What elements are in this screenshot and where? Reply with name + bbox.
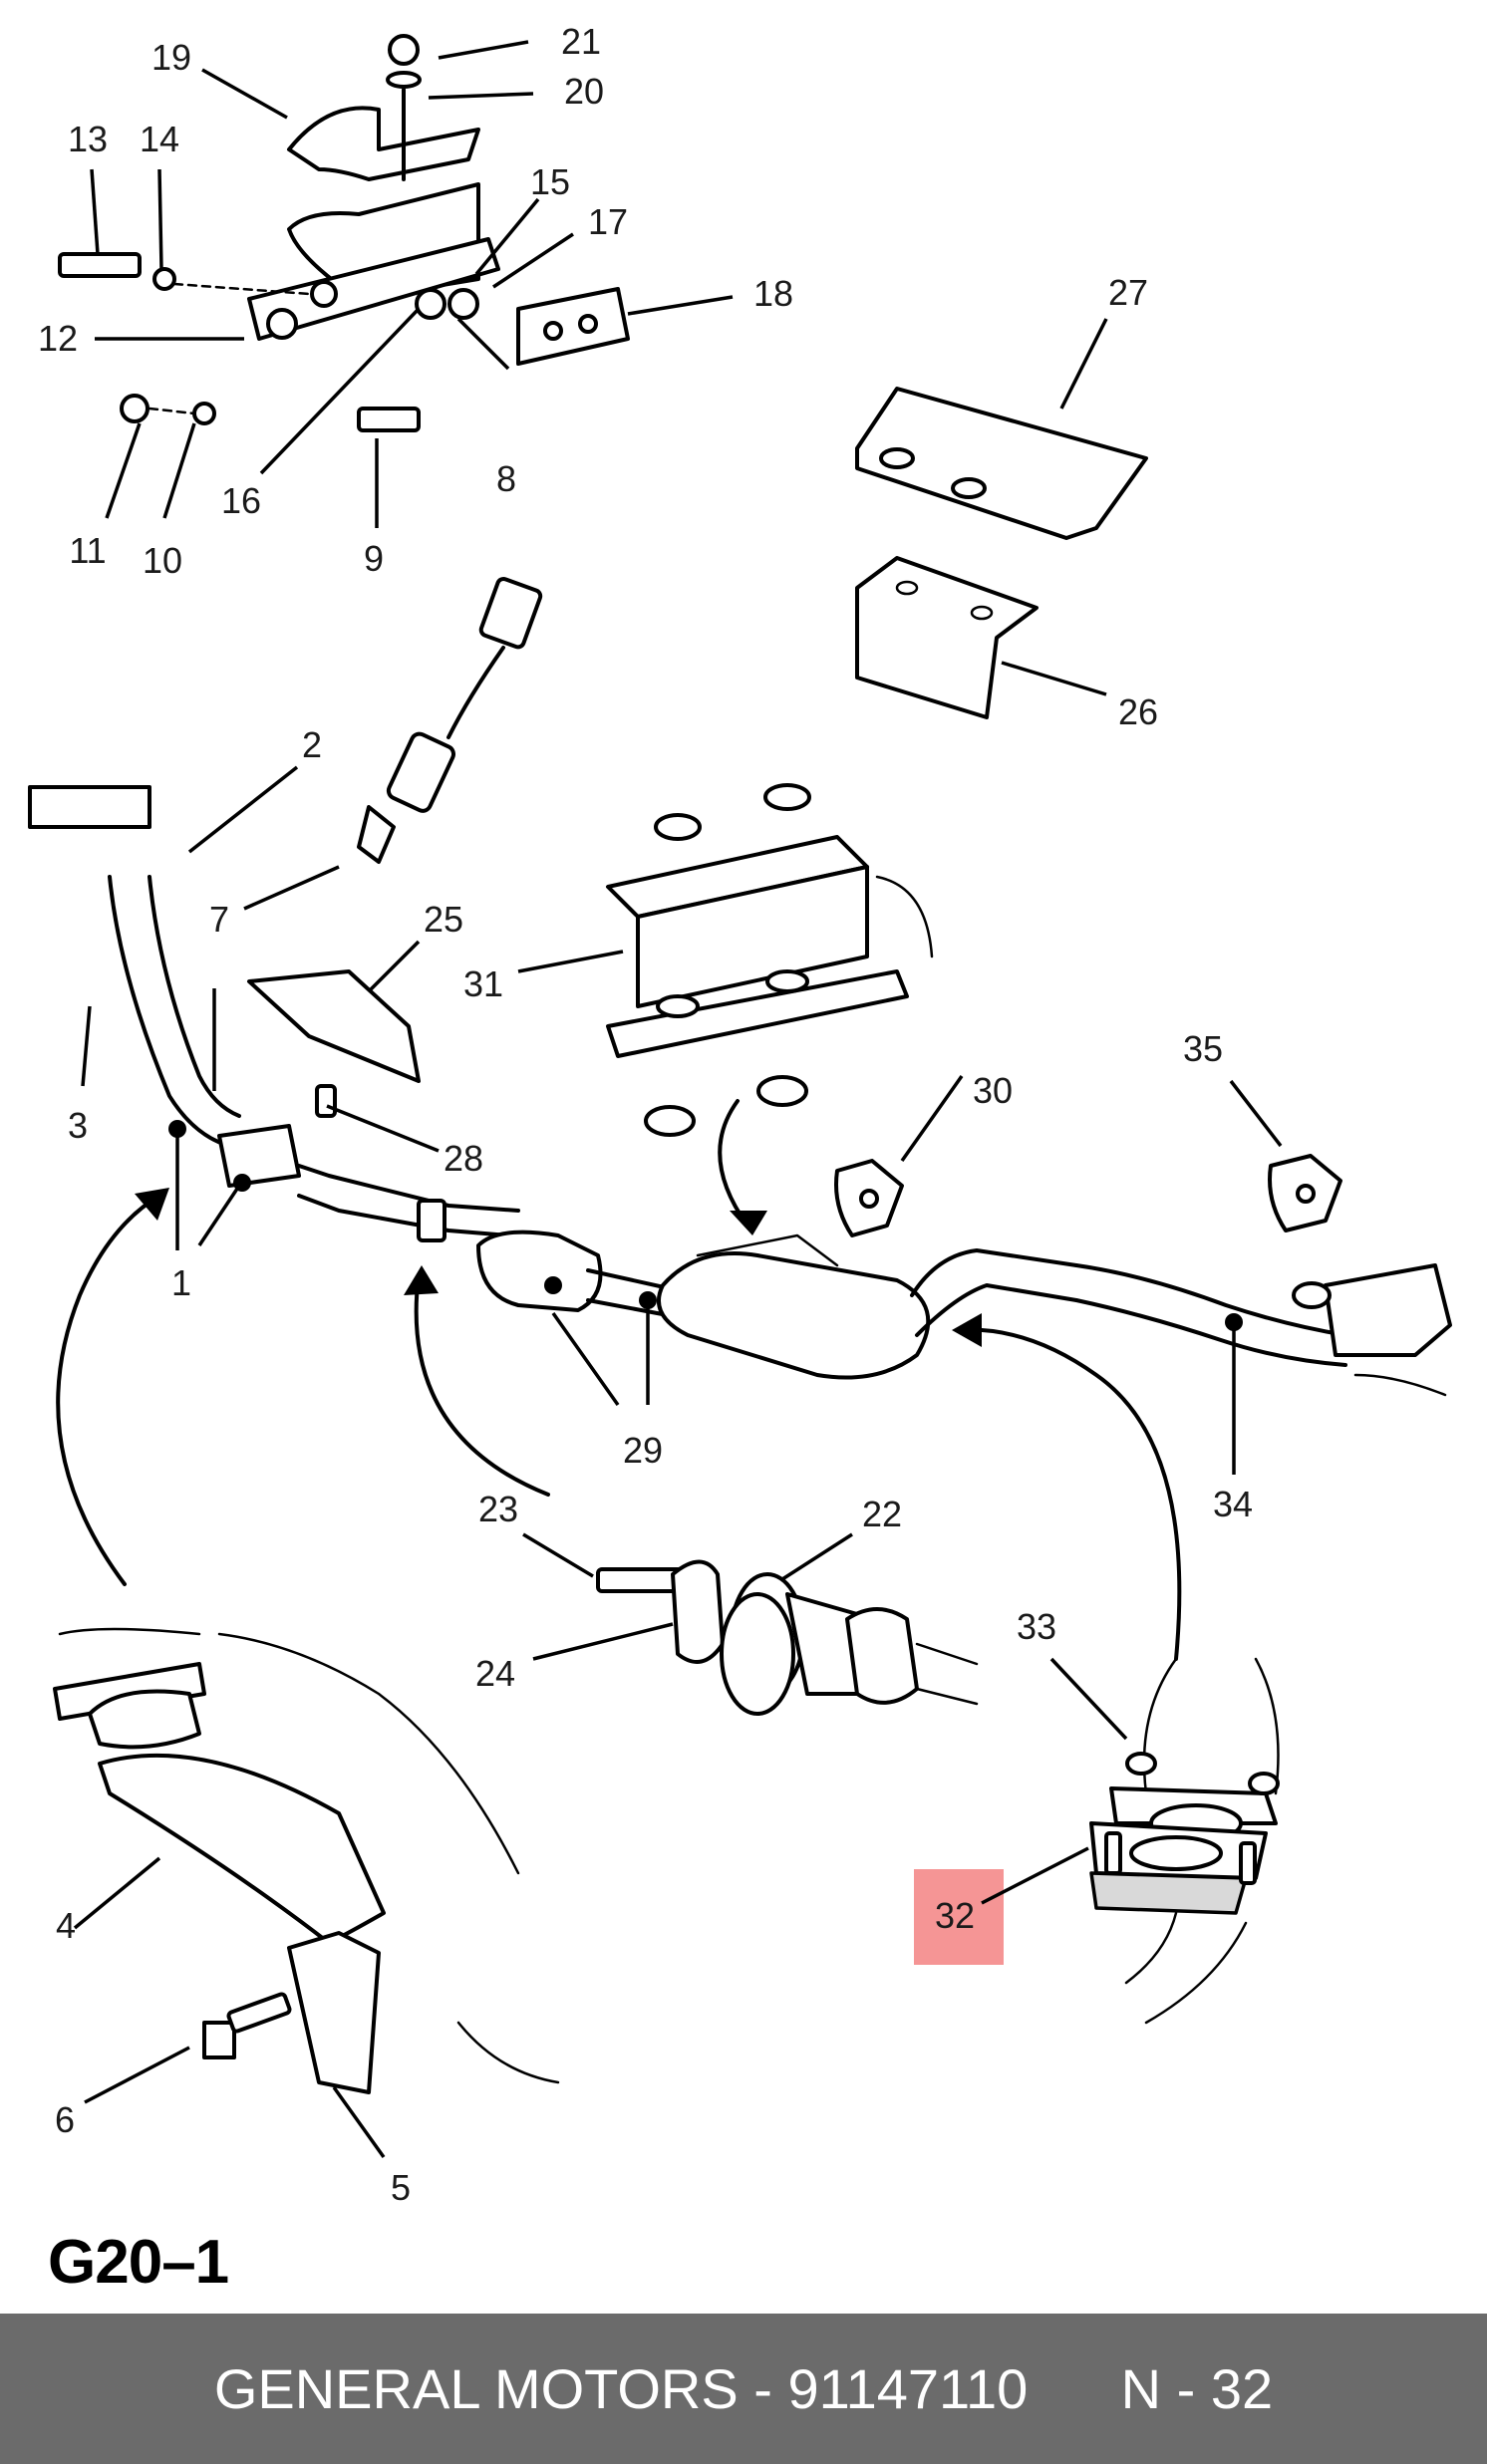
- footer-bar: GENERAL MOTORS - 91147110 N - 32: [0, 2314, 1487, 2464]
- callout-label: 14: [140, 119, 179, 159]
- oxygen-sensor: [357, 576, 543, 864]
- callout-label: 13: [68, 119, 108, 159]
- manifold-detail: [53, 1627, 560, 2094]
- callout-label: 28: [444, 1138, 483, 1179]
- callout-label: 35: [1183, 1028, 1223, 1069]
- leader-lines: [73, 40, 1283, 2159]
- bracket-25: [247, 969, 421, 1083]
- callout-label: 11: [69, 530, 106, 571]
- callout-label: 25: [424, 899, 463, 940]
- callout-label: 26: [1118, 691, 1158, 732]
- callout-label: 32: [935, 1895, 975, 1936]
- callout-label: 19: [151, 37, 191, 78]
- bracket-31: [606, 783, 934, 1137]
- callout-label: 30: [973, 1070, 1013, 1111]
- callout-label: 8: [496, 458, 516, 499]
- callout-label: 23: [478, 1489, 518, 1529]
- callout-label: 34: [1213, 1484, 1253, 1524]
- flange-detail: [1089, 1657, 1280, 2025]
- callout-label: 29: [623, 1430, 663, 1471]
- callout-label: 10: [143, 540, 182, 581]
- callout-label: 5: [391, 2167, 411, 2208]
- bracket-assembly: [58, 34, 630, 432]
- callout-label: 6: [55, 2099, 75, 2140]
- callout-label: 15: [530, 161, 570, 202]
- brackets-26-27: [855, 387, 1148, 719]
- callout-label: 7: [209, 899, 229, 940]
- callout-label: 27: [1108, 272, 1148, 313]
- callout-label: 17: [588, 201, 628, 242]
- callout-32-highlight: [914, 1869, 1004, 1965]
- callout-label: 1: [171, 1262, 191, 1303]
- callout-label: 31: [463, 963, 503, 1004]
- detail-arrows: [56, 1099, 1182, 1661]
- callout-label: 3: [68, 1105, 88, 1146]
- callout-label: 2: [302, 724, 322, 765]
- footer-reference: N - 32: [1120, 2357, 1274, 2420]
- flex-joint-detail: [596, 1559, 979, 1716]
- footer-separator: -: [738, 2357, 788, 2420]
- bolt-28: [315, 1084, 337, 1118]
- footer-brand: GENERAL MOTORS: [213, 2357, 739, 2420]
- diagram-code: G20–1: [48, 2228, 229, 2297]
- callout-label: 18: [753, 273, 793, 314]
- footer-part-number: 91147110: [787, 2357, 1029, 2420]
- callout-labels: 1 1 2 3 4 5 6 7 8 9 10 11 12 13 14 15 16…: [38, 21, 1253, 2208]
- exhaust-system-diagram: 1 1 2 3 4 5 6 7 8 9 10 11 12 13 14 15 16…: [28, 21, 1452, 2208]
- callout-label: 16: [221, 480, 261, 521]
- callout-label: 4: [56, 1905, 76, 1946]
- callout-label: 33: [1017, 1606, 1056, 1647]
- footer-gap: [1028, 2356, 1120, 2421]
- exhaust-pipe: [28, 785, 1452, 1397]
- callout-label: 24: [475, 1653, 515, 1694]
- callout-label: 22: [862, 1494, 902, 1534]
- callout-label: 9: [364, 538, 384, 579]
- callout-label: 21: [561, 21, 601, 62]
- callout-label: 20: [564, 71, 604, 112]
- callout-label: 12: [38, 318, 78, 359]
